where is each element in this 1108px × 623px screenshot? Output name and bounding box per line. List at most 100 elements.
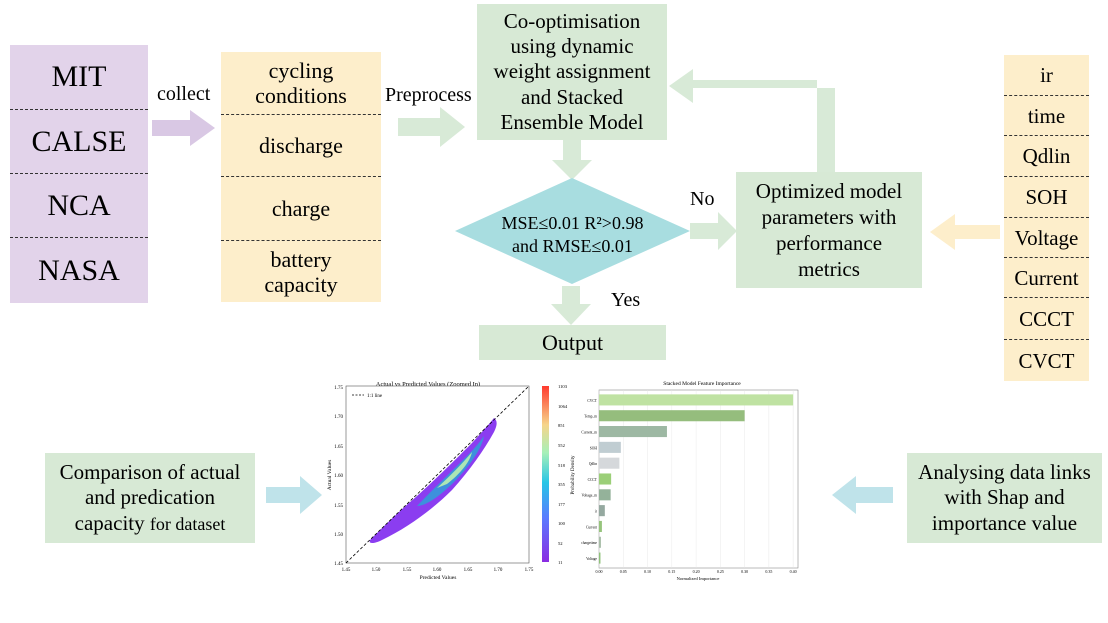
bar-category-label: CCCT [588, 478, 598, 482]
scatter-y-ticks: 1.75 1.70 1.65 1.60 1.55 1.50 1.45 [334, 386, 343, 567]
cbar-tick: 100 [558, 521, 566, 526]
condition-battery-capacity: battery capacity [221, 240, 381, 303]
decision-line1: MSE≤0.01 R²>0.98 [501, 213, 644, 233]
bar-xtick: 0.05 [620, 569, 627, 574]
xtick: 1.50 [372, 568, 381, 573]
cbar-tick: 851 [558, 423, 566, 428]
feature-ir: ir [1040, 62, 1053, 87]
ytick: 1.55 [334, 504, 343, 509]
feature-soh: SOH [1004, 176, 1089, 218]
xtick: 1.55 [403, 568, 412, 573]
xtick: 1.70 [494, 568, 503, 573]
density-region-outer [369, 418, 497, 543]
bar-xtick: 0.40 [790, 569, 797, 574]
feature-time: time [1004, 95, 1089, 136]
down-arrow-to-decision [552, 138, 592, 180]
dataset-mit: MIT [51, 59, 107, 93]
importance-bar [599, 426, 667, 438]
importance-bar [599, 410, 745, 422]
cbar-tick: 518 [558, 463, 566, 468]
analysing-box: Analysing data links with Shap and impor… [907, 453, 1102, 543]
ytick: 1.75 [334, 386, 343, 391]
decision-text: MSE≤0.01 R²>0.98 and RMSE≤0.01 [470, 212, 675, 257]
features-arrow [930, 214, 1000, 250]
importance-bar [599, 457, 620, 469]
bar-xtick: 0.15 [668, 569, 675, 574]
feature-qdlin: Qdlin [1004, 135, 1089, 177]
comparison-line3-row: capacity for dataset [60, 511, 241, 536]
feature-current: Current [1004, 257, 1089, 298]
bar-category-label: Qdlin [589, 462, 597, 466]
collect-arrow [152, 110, 215, 146]
condition-cycling: cycling conditions [255, 57, 347, 108]
comparison-arrow [266, 476, 322, 514]
comparison-line3b: for dataset [149, 513, 226, 534]
features-box: ir time Qdlin SOH Voltage Current CCCT C… [1004, 55, 1089, 381]
bar-category-label: Current [586, 525, 597, 529]
condition-discharge: discharge [221, 114, 381, 177]
importance-bar [599, 552, 601, 564]
colorbar-gradient [542, 386, 549, 562]
importance-bar [599, 505, 605, 517]
feature-importance-chart: Stacked Model Feature Importance CVCT Tem… [581, 381, 799, 581]
bar-category-label: chargetime [581, 541, 597, 545]
density-region-inner [417, 436, 484, 506]
scatter-x-ticks: 1.45 1.50 1.55 1.60 1.65 1.70 1.75 [342, 568, 534, 573]
bar-xtick: 0.20 [693, 569, 700, 574]
decision-line2: and RMSE≤0.01 [512, 235, 633, 256]
preprocess-arrow [398, 107, 465, 147]
bar-category-label: Current_m [581, 430, 597, 434]
cbar-tick: 355 [558, 482, 566, 487]
comparison-line2: and predication [84, 485, 215, 510]
xtick: 1.75 [525, 568, 534, 573]
one-to-one-line [345, 385, 530, 564]
importance-bar [599, 520, 602, 532]
cbar-tick: 177 [558, 502, 566, 507]
datasets-box: MIT CALSE NCA NASA [10, 45, 148, 303]
scatter-ylabel: Actual Values [327, 460, 333, 491]
ytick: 1.60 [334, 474, 343, 479]
scatter-xlabel: Predicted Values [420, 575, 457, 581]
dataset-nasa: NASA [10, 237, 148, 304]
bar-chart-title: Stacked Model Feature Importance [663, 381, 741, 387]
feedback-arrow [669, 69, 835, 174]
output-box: Output [479, 325, 666, 360]
feature-voltage: Voltage [1004, 217, 1089, 258]
importance-bar [599, 473, 612, 485]
bar-xtick: 0.25 [717, 569, 724, 574]
cooptimisation-text: Co-optimisation using dynamic weight ass… [493, 9, 651, 134]
bar-category-label: Voltage [586, 557, 597, 561]
cbar-tick: 52 [558, 541, 563, 546]
dataset-calse: CALSE [10, 109, 148, 174]
bar-xtick: 0.00 [596, 569, 603, 574]
importance-bar [599, 441, 621, 453]
ytick: 1.70 [334, 415, 343, 420]
legend-label: 1:1 line [367, 394, 383, 399]
output-text: Output [541, 329, 604, 355]
bar-xlabel: Normalized Importance [677, 576, 720, 581]
no-label: No [690, 188, 715, 210]
decision-diamond [455, 178, 690, 284]
importance-bar [599, 489, 611, 501]
bar-category-label: Temp_m [584, 415, 597, 419]
comparison-line1: Comparison of actual [59, 460, 241, 485]
condition-charge: charge [221, 176, 381, 241]
scatter-title: Actual vs Predicted Values (Zoomed In) [376, 381, 480, 388]
bar-category-label: Voltage_m [581, 494, 597, 498]
optimized-box: Optimized model parameters with performa… [736, 172, 922, 288]
collect-label: collect [157, 83, 211, 105]
bar-category-label: SOH [590, 446, 598, 450]
bar-category-label: CVCT [587, 399, 597, 403]
density-colorbar: 1103 1064 851 552 518 355 177 100 52 11 … [542, 384, 576, 565]
feature-cvct: CVCT [1004, 339, 1089, 382]
bar-category-label: ir [595, 510, 598, 514]
importance-bar [599, 536, 601, 548]
ytick: 1.65 [334, 445, 343, 450]
yes-arrow [551, 286, 591, 325]
no-arrow [690, 212, 737, 250]
conditions-box: cycling conditions discharge charge batt… [221, 52, 381, 302]
analysing-text: Analysing data links with Shap and impor… [918, 460, 1091, 535]
scatter-density-chart: Actual vs Predicted Values (Zoomed In) 1… [327, 381, 534, 581]
optimized-text: Optimized model parameters with performa… [755, 178, 903, 282]
